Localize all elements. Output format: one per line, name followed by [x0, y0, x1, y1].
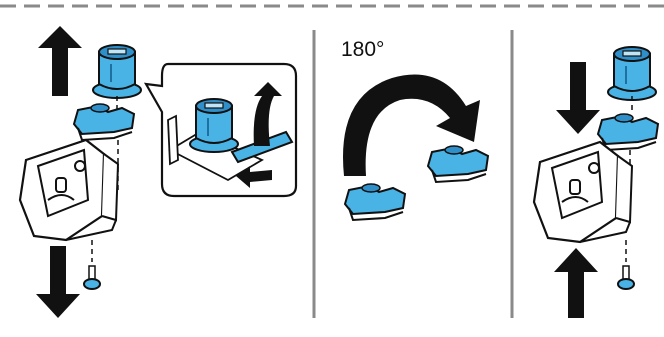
curved-arrow-icon [253, 82, 282, 146]
down-arrow-icon [556, 62, 600, 134]
panel-rotate [343, 74, 489, 221]
screw-icon [83, 265, 101, 290]
up-arrow-icon [38, 26, 82, 96]
hinge-clip-icon [73, 103, 135, 141]
hinge-bracket-icon [18, 138, 120, 242]
push-arrow-icon [236, 166, 272, 188]
hinge-bracket-icon [532, 140, 634, 244]
bushing-icon [92, 44, 142, 99]
hinge-clip-icon [344, 183, 406, 221]
rotate-arrow-icon [343, 74, 480, 176]
screw-icon [617, 265, 635, 290]
down-arrow-icon [36, 246, 80, 318]
hinge-clip-icon [597, 113, 659, 151]
hinge-clip-icon [427, 145, 489, 183]
bushing-icon [607, 46, 657, 101]
panel-remove [18, 26, 298, 318]
rotation-angle-label: 180° [341, 38, 385, 61]
panel-install [532, 46, 659, 318]
up-arrow-icon [554, 248, 598, 318]
detail-callout-icon [143, 62, 298, 198]
